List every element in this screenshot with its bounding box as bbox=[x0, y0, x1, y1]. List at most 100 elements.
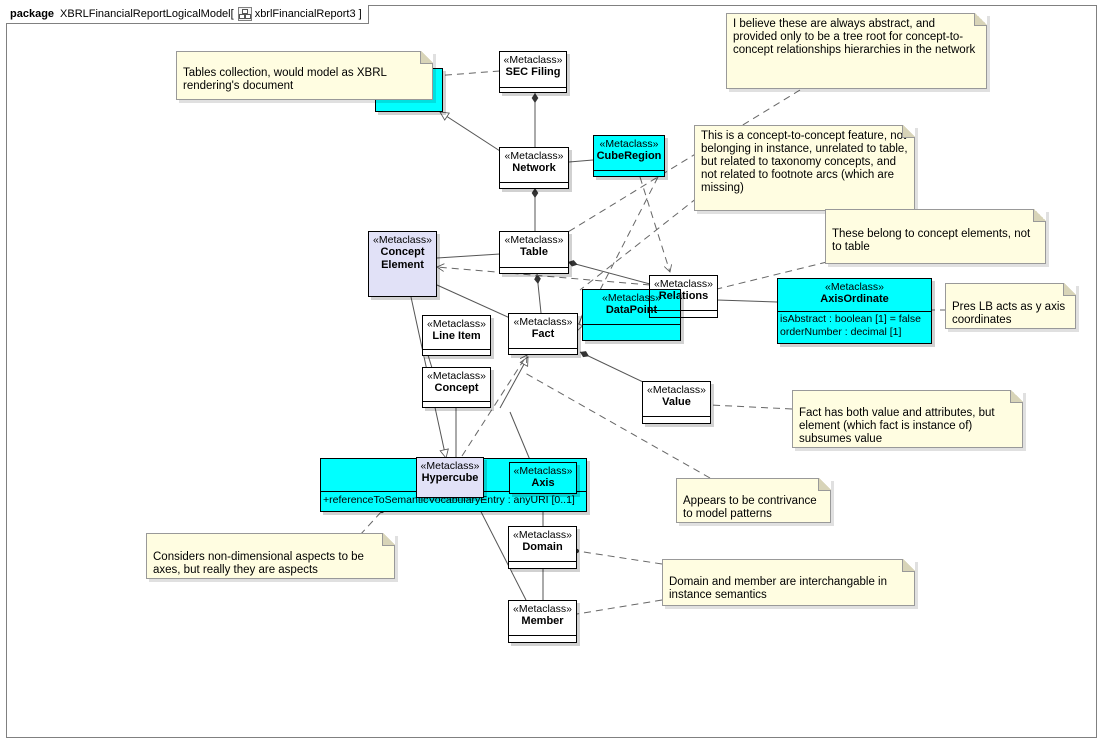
edge-table-relations bbox=[567, 260, 651, 285]
edge-fact-axis bbox=[509, 411, 531, 461]
class-network[interactable]: «Metaclass» Network bbox=[499, 147, 569, 189]
class-data-point[interactable]: «Metaclass» DataPoint bbox=[582, 289, 681, 341]
class-relations[interactable]: «Metaclass» Relations bbox=[649, 275, 718, 318]
note-domain-member[interactable]: Domain and member are interchangable in … bbox=[662, 559, 915, 606]
stereotype-label: «Metaclass» bbox=[504, 234, 564, 246]
compartment-divider bbox=[423, 349, 490, 350]
stereotype-label: «Metaclass» bbox=[599, 138, 659, 150]
stereotype-label: «Metaclass» bbox=[602, 292, 661, 304]
attribute-reference-semantic: +referenceToSemanticVocabularyEntry : an… bbox=[323, 494, 575, 506]
stereotype-label: «Metaclass» bbox=[373, 234, 432, 246]
stereotype-label: «Metaclass» bbox=[513, 465, 573, 477]
compartment-divider bbox=[778, 311, 931, 312]
class-name: AxisOrdinate bbox=[820, 293, 889, 305]
edge-network-tables-generalization bbox=[440, 112, 501, 152]
class-name: DataPoint bbox=[605, 304, 658, 316]
class-name: Line Item bbox=[432, 330, 481, 342]
note-fact-value[interactable]: Fact has both value and attributes, but … bbox=[792, 390, 1023, 448]
compartment-divider bbox=[423, 401, 490, 402]
class-member[interactable]: «Metaclass» Member bbox=[508, 600, 577, 643]
compartment-divider bbox=[500, 267, 568, 268]
compartment-divider bbox=[500, 87, 566, 88]
compartment-divider bbox=[594, 170, 664, 171]
edge-network-cuberegion bbox=[568, 159, 594, 163]
edge-note-fact-value bbox=[710, 404, 793, 410]
class-name: Member bbox=[521, 615, 564, 627]
stereotype-label: «Metaclass» bbox=[503, 54, 563, 66]
edge-table-fact bbox=[534, 273, 542, 314]
edge-table-concept-element bbox=[436, 253, 501, 259]
stereotype-label: «Metaclass» bbox=[654, 278, 713, 290]
note-concept-feature[interactable]: This is a concept-to-concept feature, no… bbox=[694, 125, 915, 211]
class-concept[interactable]: «Metaclass» Concept bbox=[422, 367, 491, 408]
class-line-item[interactable]: «Metaclass» Line Item bbox=[422, 315, 491, 356]
class-axis-ordinate[interactable]: «Metaclass» AxisOrdinate isAbstract : bo… bbox=[777, 278, 932, 344]
class-concept-element[interactable]: «Metaclass» Concept Element bbox=[368, 231, 437, 297]
note-pres-lb[interactable]: Pres LB acts as y axis coordinates bbox=[945, 283, 1076, 329]
class-cube-region[interactable]: «Metaclass» CubeRegion bbox=[593, 135, 665, 177]
package-header: package XBRLFinancialReportLogicalModel … bbox=[6, 5, 369, 24]
class-name: Domain bbox=[522, 541, 563, 553]
compartment-divider bbox=[650, 310, 717, 311]
edge-hypercube-member bbox=[473, 497, 527, 601]
class-hypercube[interactable]: «Metaclass» Hypercube bbox=[416, 457, 484, 498]
note-tables[interactable]: Tables collection, would model as XBRL r… bbox=[176, 51, 433, 100]
class-name: Hypercube bbox=[421, 472, 479, 484]
class-name: Axis bbox=[531, 477, 555, 489]
class-value[interactable]: «Metaclass» Value bbox=[642, 381, 711, 424]
note-contrivance[interactable]: Appears to be contrivance to model patte… bbox=[676, 478, 831, 523]
compartment-divider bbox=[643, 416, 710, 417]
class-name: SEC Filing bbox=[505, 66, 561, 78]
compartment-divider bbox=[509, 635, 576, 636]
attribute-order-number: orderNumber : decimal [1] bbox=[780, 326, 902, 338]
class-diagram-icon bbox=[237, 7, 252, 21]
edge-note-feature bbox=[579, 197, 698, 291]
edge-axis-cuberegion bbox=[599, 176, 659, 291]
edge-hypercube-fact bbox=[461, 355, 527, 457]
note-abstract[interactable]: I believe these are always abstract, and… bbox=[726, 13, 987, 89]
class-name: Fact bbox=[531, 328, 555, 340]
stereotype-label: «Metaclass» bbox=[420, 460, 480, 472]
compartment-divider bbox=[583, 324, 680, 325]
edge-relations-axisordinate bbox=[716, 299, 778, 303]
attribute-is-abstract: isAbstract : boolean [1] = false bbox=[780, 313, 921, 325]
class-name: Table bbox=[520, 246, 548, 258]
class-name: CubeRegion bbox=[596, 150, 662, 162]
compartment-divider bbox=[509, 561, 576, 562]
class-name: Concept Element bbox=[380, 246, 425, 271]
class-sec-filing[interactable]: «Metaclass» SEC Filing bbox=[499, 51, 567, 93]
edge-note-domain-member-2 bbox=[576, 599, 663, 615]
edge-note-domain-member-1 bbox=[574, 548, 663, 565]
bracket-close: ] bbox=[358, 8, 362, 20]
package-frame bbox=[6, 5, 1097, 738]
edge-line-item-concept bbox=[427, 354, 433, 369]
bracket-open: [ bbox=[230, 8, 234, 20]
diagram-name: xbrlFinancialReport3 bbox=[254, 8, 356, 20]
edge-axis-fact-generalization bbox=[499, 357, 528, 409]
edge-cuberegion-relations bbox=[639, 176, 670, 272]
class-fact[interactable]: «Metaclass» Fact bbox=[508, 313, 578, 355]
class-table[interactable]: «Metaclass» Table bbox=[499, 231, 569, 274]
class-domain[interactable]: «Metaclass» Domain bbox=[508, 526, 577, 569]
edge-note-tables-sec bbox=[432, 70, 501, 77]
package-keyword: package bbox=[10, 8, 55, 20]
compartment-divider bbox=[500, 182, 568, 183]
stereotype-label: «Metaclass» bbox=[647, 384, 706, 396]
stereotype-label: «Metaclass» bbox=[504, 150, 564, 162]
note-non-dimensional[interactable]: Considers non-dimensional aspects to be … bbox=[146, 533, 395, 579]
class-axis[interactable]: «Metaclass» Axis bbox=[509, 462, 577, 494]
stereotype-label: «Metaclass» bbox=[825, 281, 884, 293]
package-name: XBRLFinancialReportLogicalModel bbox=[60, 8, 231, 20]
stereotype-label: «Metaclass» bbox=[513, 529, 572, 541]
edge-fact-value bbox=[579, 351, 644, 383]
stereotype-label: «Metaclass» bbox=[427, 318, 486, 330]
compartment-divider bbox=[509, 348, 577, 349]
class-name: Value bbox=[662, 396, 691, 408]
class-name: Relations bbox=[658, 290, 709, 302]
note-belong[interactable]: These belong to concept elements, not to… bbox=[825, 209, 1046, 264]
stereotype-label: «Metaclass» bbox=[513, 316, 573, 328]
class-name: Network bbox=[512, 162, 556, 174]
edge-note-nondim bbox=[359, 508, 385, 536]
stereotype-label: «Metaclass» bbox=[427, 370, 486, 382]
class-name: Concept bbox=[434, 382, 479, 394]
